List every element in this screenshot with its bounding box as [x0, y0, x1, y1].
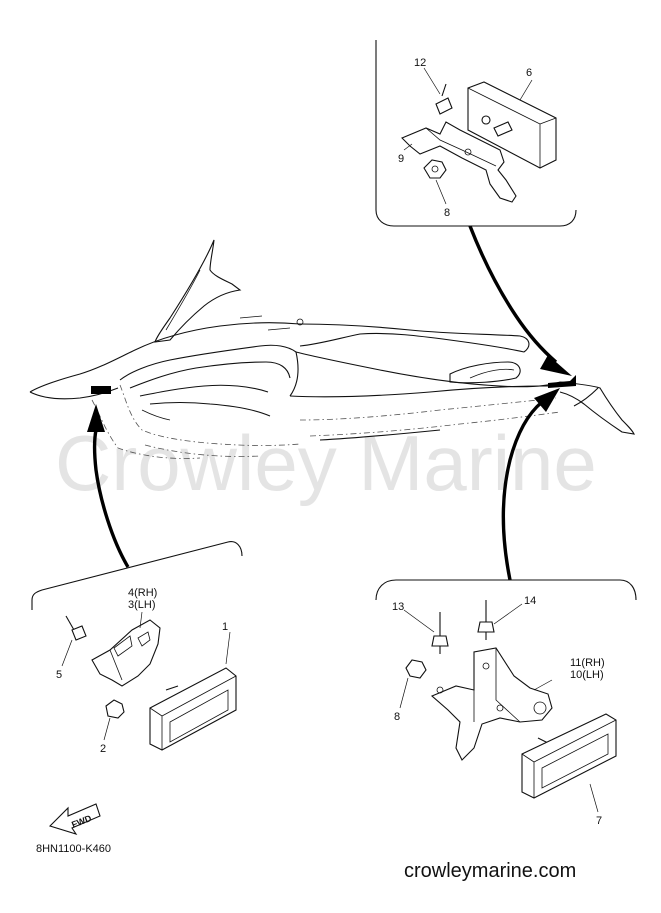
callout-13: 13 [392, 601, 404, 613]
arrow-top-detail [468, 225, 558, 364]
callout-2: 2 [100, 743, 106, 755]
diagram-code: 8HN1100-K460 [36, 843, 111, 855]
snowmobile-outline [29, 239, 635, 459]
left-detail-bracket [31, 541, 243, 610]
callout-7: 7 [596, 815, 602, 827]
callout-5: 5 [56, 669, 62, 681]
callout-3-lh: 3(LH) [128, 599, 156, 611]
front-reflector-assembly-right [405, 600, 617, 799]
arrow-right-head [534, 388, 560, 412]
rear-reflector-assembly [401, 81, 557, 203]
front-reflector-assembly-left [65, 615, 237, 751]
arrow-top-head [540, 355, 572, 376]
callout-8-right: 8 [394, 711, 400, 723]
callout-4-rh: 4(RH) [128, 587, 157, 599]
callout-14: 14 [524, 595, 536, 607]
rear-reflector-marker [548, 375, 576, 388]
callout-8-top: 8 [444, 207, 450, 219]
watermark-text: Crowley Marine [55, 419, 597, 507]
front-reflector-marker [91, 386, 111, 394]
callout-11-rh: 11(RH) [570, 657, 605, 669]
callout-10-lh: 10(LH) [570, 669, 604, 681]
callout-9: 9 [398, 153, 404, 165]
top-detail-bracket [375, 40, 577, 227]
arrow-front-detail [92, 429, 130, 568]
arrow-right-detail [501, 400, 544, 581]
footer-site-url[interactable]: crowleymarine.com [404, 860, 576, 882]
fwd-arrow-icon: FWD [48, 803, 101, 835]
callout-1: 1 [222, 621, 228, 633]
callout-12: 12 [414, 57, 426, 69]
arrow-front-head [87, 404, 105, 432]
right-detail-bracket [375, 579, 637, 601]
callout-6: 6 [526, 67, 532, 79]
